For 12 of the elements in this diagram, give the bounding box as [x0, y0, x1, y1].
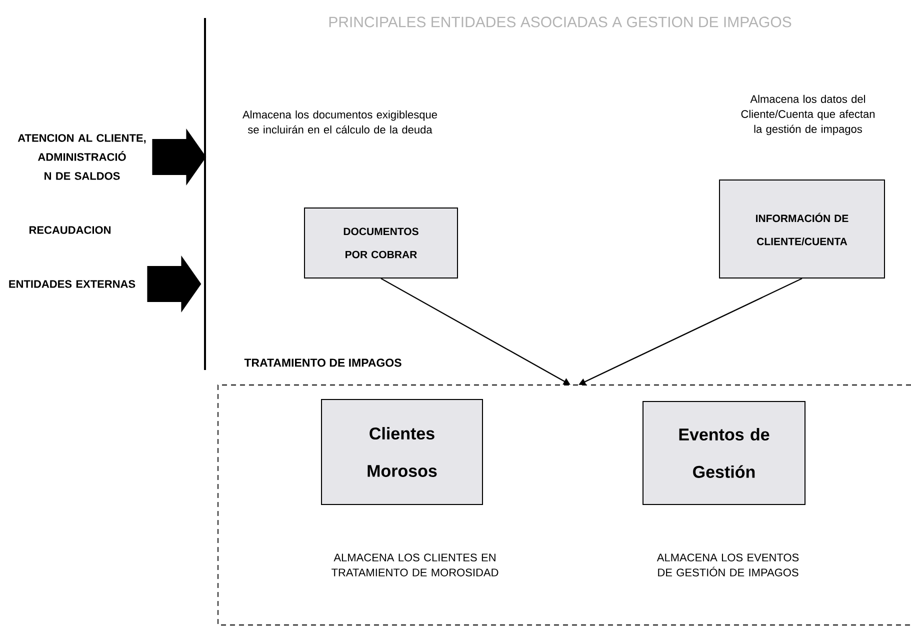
description: Almacena los datos del Cliente/Cuenta que afectan la gestión de impagos [741, 94, 875, 136]
description: ALMACENA LOS CLIENTES EN TRATAMIENTO DE MOROSIDAD [332, 554, 498, 576]
title: PRINCIPALES ENTIDADES ASOCIADAS A GESTION DE IMPAGOS [329, 16, 792, 28]
source-label: RECAUDACION [30, 226, 110, 234]
source-label: ENTIDADES EXTERNAS [9, 280, 136, 288]
entity-box: Clientes Morosos [321, 399, 483, 505]
description: ALMACENA LOS EVENTOS DE GESTIÓN DE IMPAGOS [656, 554, 799, 576]
description: Almacena los documentos exigiblesque se incluirán en el cálculo de la deuda [242, 110, 437, 134]
entity-box: Eventos de Gestión [642, 401, 806, 505]
entity-box: DOCUMENTOS POR COBRAR [304, 208, 458, 278]
source-label: ATENCION AL CLIENTE, ADMINISTRACIÓ N DE SALDOS [18, 134, 146, 180]
entity-box: INFORMACIÓN DE CLIENTE/CUENTA [719, 180, 885, 278]
